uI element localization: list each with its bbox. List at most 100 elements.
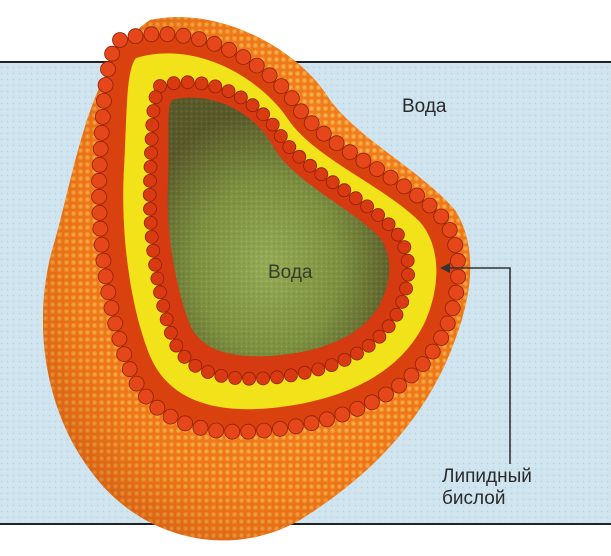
lipid-head-bead bbox=[351, 347, 364, 360]
lipid-head-bead bbox=[304, 116, 319, 131]
lipid-head-bead bbox=[97, 93, 112, 108]
lipid-bilayer-label-line2: бислой bbox=[442, 488, 532, 510]
lipid-head-bead bbox=[288, 419, 303, 434]
lipid-head-bead bbox=[422, 198, 437, 213]
lipid-head-bead bbox=[144, 160, 157, 173]
lipid-head-bead bbox=[209, 80, 222, 93]
lipid-head-bead bbox=[284, 369, 297, 382]
lipid-head-bead bbox=[350, 401, 365, 416]
lipid-head-bead bbox=[448, 238, 463, 253]
lipid-head-bead bbox=[283, 141, 296, 154]
lipid-head-bead bbox=[101, 285, 116, 300]
lipid-head-bead bbox=[257, 372, 270, 385]
lipid-head-bead bbox=[349, 192, 362, 205]
lipid-head-bead bbox=[96, 253, 111, 268]
lipid-head-bead bbox=[284, 91, 299, 106]
lipid-head-bead bbox=[382, 320, 395, 333]
lipid-head-bead bbox=[373, 330, 386, 343]
lipid-head-bead bbox=[293, 150, 306, 163]
lipid-head-bead bbox=[329, 136, 344, 151]
lipid-head-bead bbox=[215, 369, 228, 382]
lipid-head-bead bbox=[378, 387, 393, 402]
lipid-head-bead bbox=[390, 308, 403, 321]
lipid-head-bead bbox=[434, 331, 449, 346]
lipid-head-bead bbox=[370, 162, 385, 177]
lipid-head-bead bbox=[402, 268, 415, 281]
lipid-head-bead bbox=[440, 316, 455, 331]
lipid-head-bead bbox=[146, 119, 159, 132]
lipid-head-bead bbox=[325, 359, 338, 372]
lipid-head-bead bbox=[151, 272, 164, 285]
lipid-head-bead bbox=[372, 209, 385, 222]
lipid-head-bead bbox=[400, 282, 413, 295]
lipid-head-bead bbox=[92, 205, 107, 220]
lipid-head-bead bbox=[101, 62, 116, 77]
lipid-head-bead bbox=[274, 79, 289, 94]
lipid-head-bead bbox=[104, 300, 119, 315]
lipid-head-bead bbox=[145, 133, 158, 146]
lipid-head-bead bbox=[201, 366, 214, 379]
lipid-head-bead bbox=[241, 424, 256, 439]
lipid-head-bead bbox=[335, 407, 350, 422]
lipid-head-bead bbox=[147, 105, 160, 118]
inner-water-label: Вода bbox=[268, 262, 312, 284]
lipid-head-bead bbox=[304, 159, 317, 172]
lipid-head-bead bbox=[249, 58, 264, 73]
lipid-head-bead bbox=[391, 228, 404, 241]
lipid-head-bead bbox=[178, 350, 191, 363]
lipid-head-bead bbox=[304, 416, 319, 431]
lipid-head-bead bbox=[338, 353, 351, 366]
lipid-head-bead bbox=[128, 29, 143, 44]
lipid-head-bead bbox=[98, 78, 113, 93]
lipid-head-bead bbox=[274, 130, 287, 143]
lipid-head-bead bbox=[316, 126, 331, 141]
lipid-head-bead bbox=[167, 77, 180, 90]
lipid-head-bead bbox=[160, 27, 175, 42]
lipid-head-bead bbox=[105, 46, 120, 61]
lipid-head-bead bbox=[145, 230, 158, 243]
lipid-head-bead bbox=[271, 371, 284, 384]
outer-water-label: Вода bbox=[402, 96, 446, 118]
lipid-head-bead bbox=[189, 359, 202, 372]
lipid-head-bead bbox=[93, 141, 108, 156]
lipid-head-bead bbox=[138, 389, 153, 404]
lipid-head-bead bbox=[154, 286, 167, 299]
lipid-head-bead bbox=[122, 362, 137, 377]
lipid-head-bead bbox=[144, 202, 157, 215]
lipid-head-bead bbox=[342, 145, 357, 160]
lipid-head-bead bbox=[294, 104, 309, 119]
lipid-head-bead bbox=[160, 313, 173, 326]
lipid-head-bead bbox=[315, 168, 328, 181]
lipid-head-bead bbox=[94, 125, 109, 140]
lipid-head-bead bbox=[92, 157, 107, 172]
lipid-head-bead bbox=[229, 372, 242, 385]
lipid-head-bead bbox=[362, 339, 375, 352]
lipid-head-bead bbox=[434, 209, 449, 224]
lipid-head-bead bbox=[450, 253, 465, 268]
lipid-head-bead bbox=[257, 108, 270, 121]
lipid-head-bead bbox=[410, 188, 425, 203]
lipid-head-bead bbox=[181, 76, 194, 89]
lipid-head-bead bbox=[163, 409, 178, 424]
lipid-head-bead bbox=[143, 188, 156, 201]
lipid-head-bead bbox=[176, 28, 191, 43]
lipid-head-bead bbox=[98, 269, 113, 284]
lipid-head-bead bbox=[192, 32, 207, 47]
lipid-head-bead bbox=[209, 423, 224, 438]
lipid-head-bead bbox=[147, 244, 160, 257]
lipid-head-bead bbox=[273, 421, 288, 436]
lipid-head-bead bbox=[144, 174, 157, 187]
lipid-head-bead bbox=[356, 153, 371, 168]
lipid-head-bead bbox=[257, 423, 272, 438]
lipid-head-bead bbox=[246, 99, 259, 112]
lipid-head-bead bbox=[207, 36, 222, 51]
lipid-head-bead bbox=[164, 326, 177, 339]
lipid-head-bead bbox=[243, 372, 256, 385]
lipid-head-bead bbox=[234, 91, 247, 104]
lipid-head-bead bbox=[396, 295, 409, 308]
lipid-head-bead bbox=[117, 347, 132, 362]
lipid-bilayer-label: Липидный бислой bbox=[442, 466, 532, 510]
lipid-head-bead bbox=[222, 42, 237, 57]
lipid-head-bead bbox=[451, 269, 466, 284]
lipid-head-bead bbox=[94, 237, 109, 252]
